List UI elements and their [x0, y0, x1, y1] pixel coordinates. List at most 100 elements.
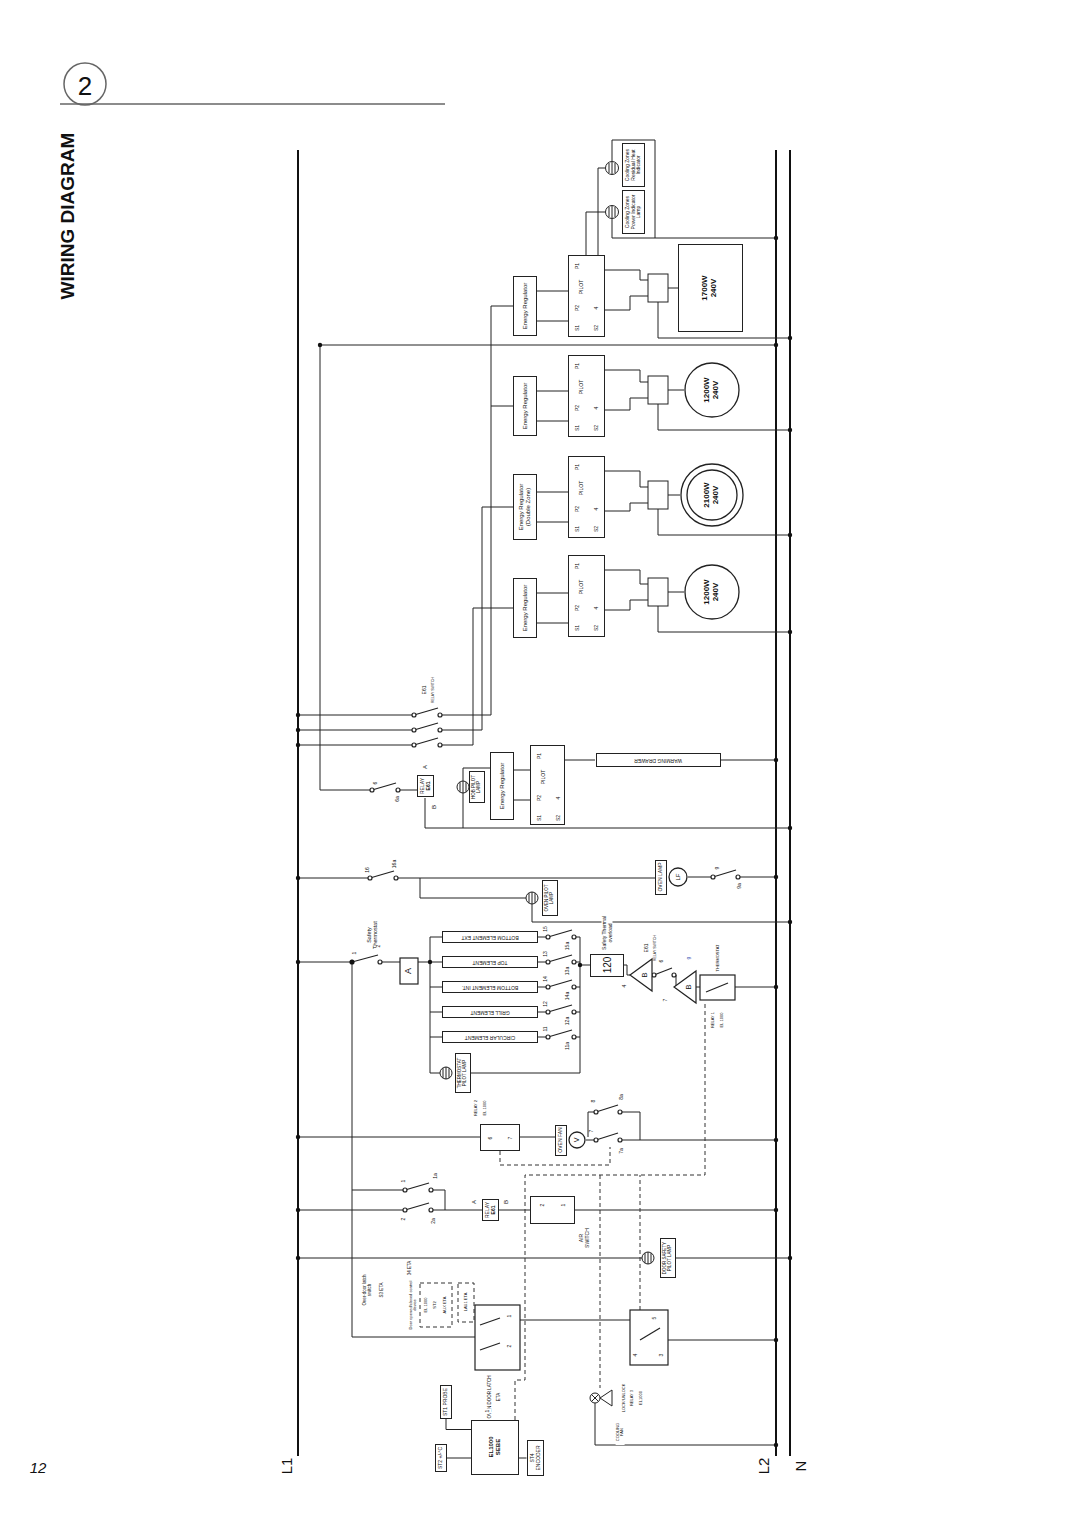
diagram-title: WIRING DIAGRAM: [58, 132, 79, 301]
junction-dot: [578, 963, 582, 967]
switch-contact: [438, 728, 442, 732]
switch-contact: [546, 1035, 550, 1039]
junction-dot: [774, 1138, 778, 1142]
component-label: AIR SWITCH: [579, 1224, 590, 1252]
terminal-label: B: [503, 1199, 510, 1205]
junction-dot: [774, 1338, 778, 1342]
circle-outline: [685, 565, 739, 619]
lamp-label: OVEN PILOT LAMP: [542, 880, 558, 916]
wire: [298, 140, 790, 1445]
indicator-lamp: [645, 1252, 651, 1264]
switch-contact: [546, 935, 550, 939]
terminal-number: 11: [543, 1025, 549, 1032]
cooking-zone: 1200W240V: [684, 564, 740, 620]
energy-regulator: Energy Regulator: [490, 752, 514, 820]
relay-symbol: [400, 958, 418, 984]
terminal-number: 9: [687, 956, 693, 961]
switch-contact: [672, 973, 676, 977]
junction-dot: [296, 1135, 300, 1139]
node-text: S1: [575, 625, 581, 631]
component-label: 34 ETA: [408, 1260, 413, 1277]
junction-dot: [296, 1208, 300, 1212]
node-text: OVEN PILOT LAMP: [545, 883, 555, 913]
terminal-number: 1: [401, 1179, 407, 1184]
cooling-fan-symbol: [592, 1395, 599, 1402]
node-text: S2: [594, 325, 600, 331]
switch-contact: [596, 1105, 618, 1112]
lamp-label: OVEN LAMP: [655, 860, 667, 895]
indicator-lamp: [606, 162, 619, 175]
terminal-number: 2: [401, 1217, 407, 1222]
regulator-switch: P1PILOTP24S1S2: [530, 745, 565, 825]
switch-contact: [596, 1133, 618, 1140]
circle-outline: [685, 363, 739, 417]
node-text: 4: [556, 797, 562, 800]
junction-dot: [296, 1256, 300, 1260]
node-text: 240V: [712, 377, 721, 402]
node-text: WARMING DRAWER: [634, 757, 682, 763]
component-label: LAU1 ETA: [464, 1292, 468, 1313]
switch-contact: [711, 875, 715, 879]
junction-dot: [788, 533, 792, 537]
terminal-label: A: [471, 1199, 478, 1205]
indicator-lamp: [440, 1067, 452, 1079]
rail-label: L1: [279, 1457, 296, 1476]
switch-contact: [618, 1110, 622, 1114]
relay-symbol: [630, 1310, 668, 1365]
switch-contact: [429, 1188, 433, 1192]
terminal-number: 9a: [737, 882, 743, 890]
indicator-lamp: [609, 162, 615, 174]
heating-element: BOTTOM ELEMENT EXT: [442, 931, 538, 943]
junction-dot: [774, 875, 778, 879]
indicator-lamp: [606, 206, 619, 219]
node-text: Energy Regulator: [522, 283, 529, 330]
node-text: CIRCULAR ELEMENT: [465, 1034, 516, 1040]
indicator-lamp: [529, 892, 535, 904]
component-label: ST2: [433, 1300, 437, 1309]
switch-contact: [370, 788, 374, 792]
terminal-number: 15a: [565, 941, 571, 951]
rail-label: N: [793, 1460, 810, 1473]
page-header: [60, 63, 445, 105]
power-rail: [298, 150, 790, 1456]
switch-contact: [548, 980, 572, 987]
terminal-number: 5: [652, 1316, 658, 1321]
node-text: S2: [556, 815, 562, 821]
terminal-number: 2a: [431, 1217, 437, 1225]
switch-contact: [572, 960, 576, 964]
thermal-overload: 120: [590, 954, 624, 977]
terminal-number: 16: [365, 866, 371, 874]
node-text: P1: [575, 464, 581, 470]
fan-motor: V: [568, 1131, 586, 1149]
switch-contact: [594, 1138, 598, 1142]
node-text: P1: [575, 363, 581, 369]
node-text: S2: [594, 526, 600, 532]
terminal-number: 9: [715, 866, 721, 871]
switch-contact: [548, 930, 572, 937]
terminal-number: 4: [622, 984, 628, 989]
junction-dot: [788, 630, 792, 634]
cooking-zone: 1200W240V: [684, 362, 740, 418]
regulator-switch: P1PILOTP24S1S2: [568, 555, 605, 637]
node-text: PILOT: [541, 770, 547, 784]
node-text: BOTTOM ELEMENT EXT: [461, 934, 518, 940]
junction-dot: [296, 728, 300, 732]
node-text: 240V: [712, 482, 721, 507]
switch-contact: [654, 968, 672, 975]
switch-contact: [368, 876, 372, 880]
node-text: OVEN FAN: [558, 1127, 564, 1152]
switch-contact: [594, 1110, 598, 1114]
node-text: 2100W: [703, 482, 712, 507]
switch-contact: [572, 1035, 576, 1039]
terminal-number: 14: [543, 975, 549, 983]
control-link: [420, 1001, 705, 1420]
wire: [298, 140, 790, 1445]
node-text: SEBE: [495, 1436, 502, 1457]
terminal-label: A: [404, 967, 414, 975]
junction-dot: [428, 960, 432, 964]
relay-symbol: [640, 1328, 660, 1340]
terminal-number: 13a: [565, 966, 571, 976]
junction-dot: [774, 1443, 778, 1447]
node-text: EL1000: [488, 1436, 495, 1457]
node-text: P2: [537, 795, 543, 801]
